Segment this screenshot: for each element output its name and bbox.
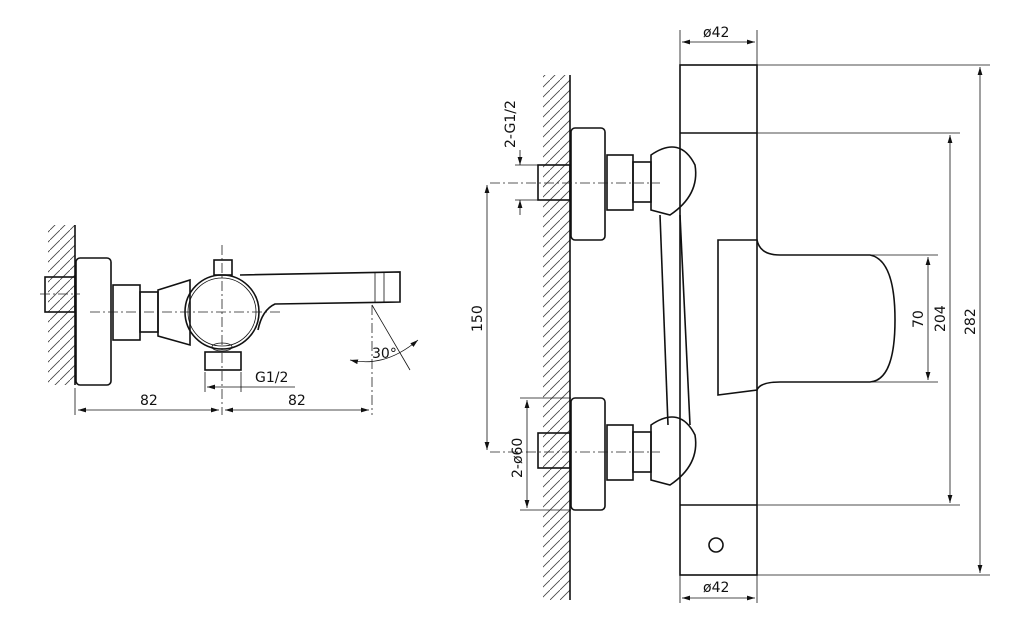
body-height-label: 204	[933, 305, 949, 332]
wall-hatch	[48, 225, 75, 385]
lower-elbow	[650, 416, 697, 486]
upper-inlet-pipe	[537, 164, 571, 201]
wall-hatch-front	[543, 75, 570, 600]
wall-flange	[75, 257, 112, 386]
bottom-diameter-label: ø42	[703, 580, 729, 596]
upper-elbow	[650, 146, 697, 216]
dim-82-right: 82	[288, 393, 306, 409]
nut	[112, 284, 141, 341]
inlet-pipe	[44, 276, 76, 313]
front-view: ø42 ø42 282 204 70 150 2-G1/2 2-ø60	[470, 25, 990, 603]
top-knob	[213, 259, 233, 276]
spout-height-label: 70	[911, 310, 927, 328]
lower-inlet-pipe	[537, 432, 571, 469]
top-diameter-label: ø42	[703, 25, 729, 41]
outlet-hole	[708, 537, 724, 553]
inlet-spacing-label: 150	[470, 305, 486, 332]
front-spout	[717, 239, 896, 396]
overall-height-label: 282	[963, 308, 979, 335]
lower-flange	[570, 397, 606, 511]
angle-label: 30°	[372, 346, 397, 362]
spout	[239, 271, 401, 331]
side-view: 30° 82 82 G1/2	[40, 225, 419, 415]
connector	[157, 278, 191, 347]
inlet-thread-label: 2-G1/2	[503, 100, 519, 148]
flange-diameter-label: 2-ø60	[510, 438, 526, 478]
thread-label: G1/2	[255, 370, 288, 386]
outlet-thread	[204, 351, 242, 371]
thermostat-body	[679, 64, 758, 576]
upper-flange	[570, 127, 606, 241]
dim-82-left: 82	[140, 393, 158, 409]
